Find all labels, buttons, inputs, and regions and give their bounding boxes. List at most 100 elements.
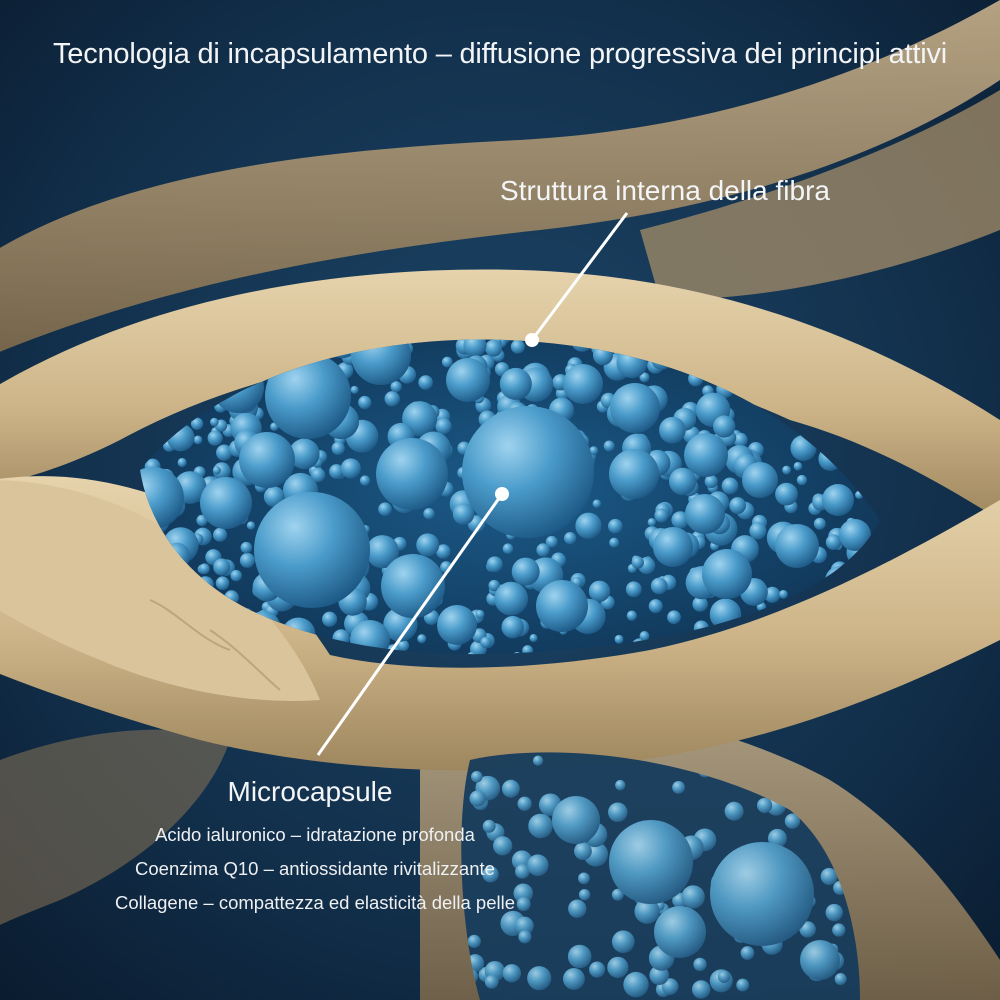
microcapsule	[230, 569, 242, 582]
microcapsule	[469, 790, 486, 807]
microcapsule	[207, 430, 223, 446]
microcapsule	[435, 418, 452, 435]
microcapsule	[416, 533, 440, 557]
microcapsule	[691, 980, 711, 999]
microcapsule	[671, 511, 690, 529]
microcapsule	[611, 930, 635, 954]
microcapsule	[653, 527, 693, 567]
microcapsule	[603, 440, 615, 452]
active-ingredients-list: Acido ialuronico – idratazione profonda …	[60, 818, 570, 920]
microcapsule	[702, 549, 752, 599]
microcapsule	[778, 589, 788, 599]
microcapsule	[740, 946, 755, 960]
microcapsule	[764, 586, 781, 603]
microcapsule	[545, 535, 558, 548]
microcapsule	[609, 449, 659, 499]
microcapsule	[724, 801, 744, 821]
microcapsule	[359, 475, 371, 486]
microcapsule	[329, 464, 344, 479]
microcapsule	[681, 885, 705, 909]
microcapsule	[784, 813, 801, 829]
microcapsule	[515, 916, 534, 936]
microcapsule	[757, 797, 773, 814]
microcapsule	[820, 867, 838, 885]
microcapsule	[742, 462, 778, 498]
microcapsule	[446, 358, 490, 402]
background-fiber-right	[640, 90, 1000, 300]
microcapsule	[685, 494, 725, 534]
microcapsule	[239, 432, 295, 488]
microcapsule	[575, 512, 602, 539]
microcapsule	[813, 517, 826, 530]
microcapsule	[749, 522, 767, 540]
microcapsule	[654, 906, 706, 958]
microcapsule	[611, 888, 624, 901]
microcapsule	[800, 940, 840, 980]
microcapsule	[263, 486, 285, 507]
fiber-upper-wall	[0, 269, 1000, 520]
microcapsule	[502, 964, 522, 983]
microcapsule	[532, 755, 544, 766]
microcapsule	[563, 532, 577, 545]
microcapsule	[528, 813, 553, 839]
microcapsule	[650, 577, 668, 595]
microcapsule	[527, 854, 549, 876]
microcapsule	[799, 921, 816, 938]
microcapsule	[240, 541, 253, 554]
microcapsule	[216, 444, 233, 461]
microcapsule	[692, 596, 708, 612]
microcapsule	[215, 576, 230, 590]
microcapsule	[390, 380, 402, 393]
microcapsule	[825, 903, 843, 922]
microcapsule	[562, 967, 585, 990]
microcapsule	[254, 492, 370, 608]
fiber-callout-dot	[525, 333, 539, 347]
microcapsule	[213, 558, 231, 576]
microcapsule	[501, 615, 524, 639]
microcapsule	[190, 417, 204, 430]
microcapsule	[513, 883, 534, 904]
fiber-cavity	[140, 339, 880, 655]
microcapsule-callout-line	[316, 493, 504, 756]
microcapsule	[246, 521, 256, 530]
microcapsule	[639, 372, 650, 383]
microcapsule	[659, 416, 686, 444]
background-fiber-left	[0, 729, 230, 925]
microcapsule	[213, 527, 228, 542]
microcapsule	[704, 474, 718, 488]
microcapsule	[488, 579, 500, 592]
microcapsule	[378, 502, 392, 517]
microcapsule	[623, 971, 649, 998]
microcapsule	[239, 552, 255, 568]
microcapsule	[518, 930, 532, 944]
microcapsule	[625, 581, 642, 598]
microcapsule	[552, 796, 600, 844]
microcapsule	[480, 636, 492, 649]
microcapsule	[482, 819, 496, 833]
microcapsule	[626, 610, 637, 621]
microcapsule	[358, 395, 372, 410]
microcapsule	[200, 477, 252, 529]
microcapsule	[782, 465, 792, 475]
microcapsule	[654, 508, 669, 523]
microcapsule	[563, 364, 603, 404]
microcapsule	[475, 609, 485, 619]
microcapsule	[322, 611, 338, 627]
microcapsule	[177, 457, 187, 468]
microcapsule	[471, 770, 483, 783]
microcapsule	[713, 415, 736, 438]
microcapsule	[502, 543, 514, 554]
microcapsule	[536, 580, 588, 632]
microcapsule	[212, 466, 221, 475]
microcapsule	[631, 556, 644, 569]
microcapsule	[717, 970, 731, 983]
microcapsule	[578, 889, 591, 901]
microcapsule	[384, 391, 400, 407]
microcapsule	[452, 503, 475, 525]
microcapsule	[609, 820, 693, 904]
microcapsule	[510, 339, 525, 354]
microcapsule	[418, 375, 433, 390]
microcapsule	[210, 417, 219, 427]
microcapsule	[775, 524, 819, 568]
